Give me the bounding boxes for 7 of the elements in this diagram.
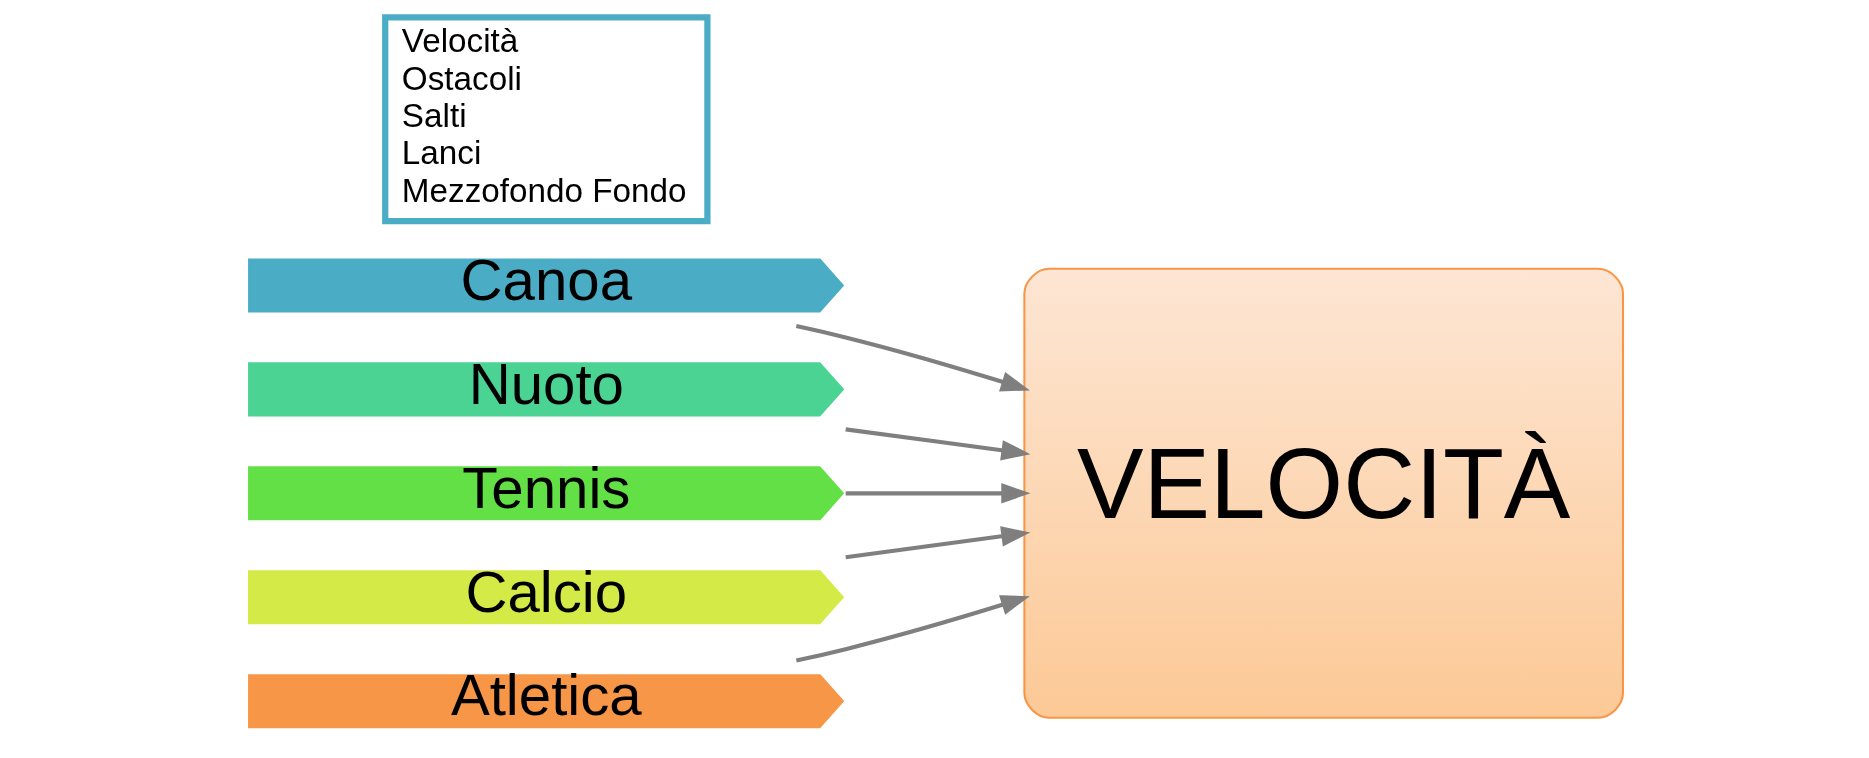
- arrow: [845, 482, 1030, 503]
- arrow: [795, 594, 1030, 663]
- arrow: [844, 426, 1030, 460]
- arrow: [844, 525, 1030, 559]
- node-box: Velocità Ostacoli Salti Lanci Mezzofondo Fondo: [381, 13, 710, 224]
- arrow: [795, 323, 1030, 391]
- node-box: VELOCITÀ: [1022, 267, 1624, 719]
